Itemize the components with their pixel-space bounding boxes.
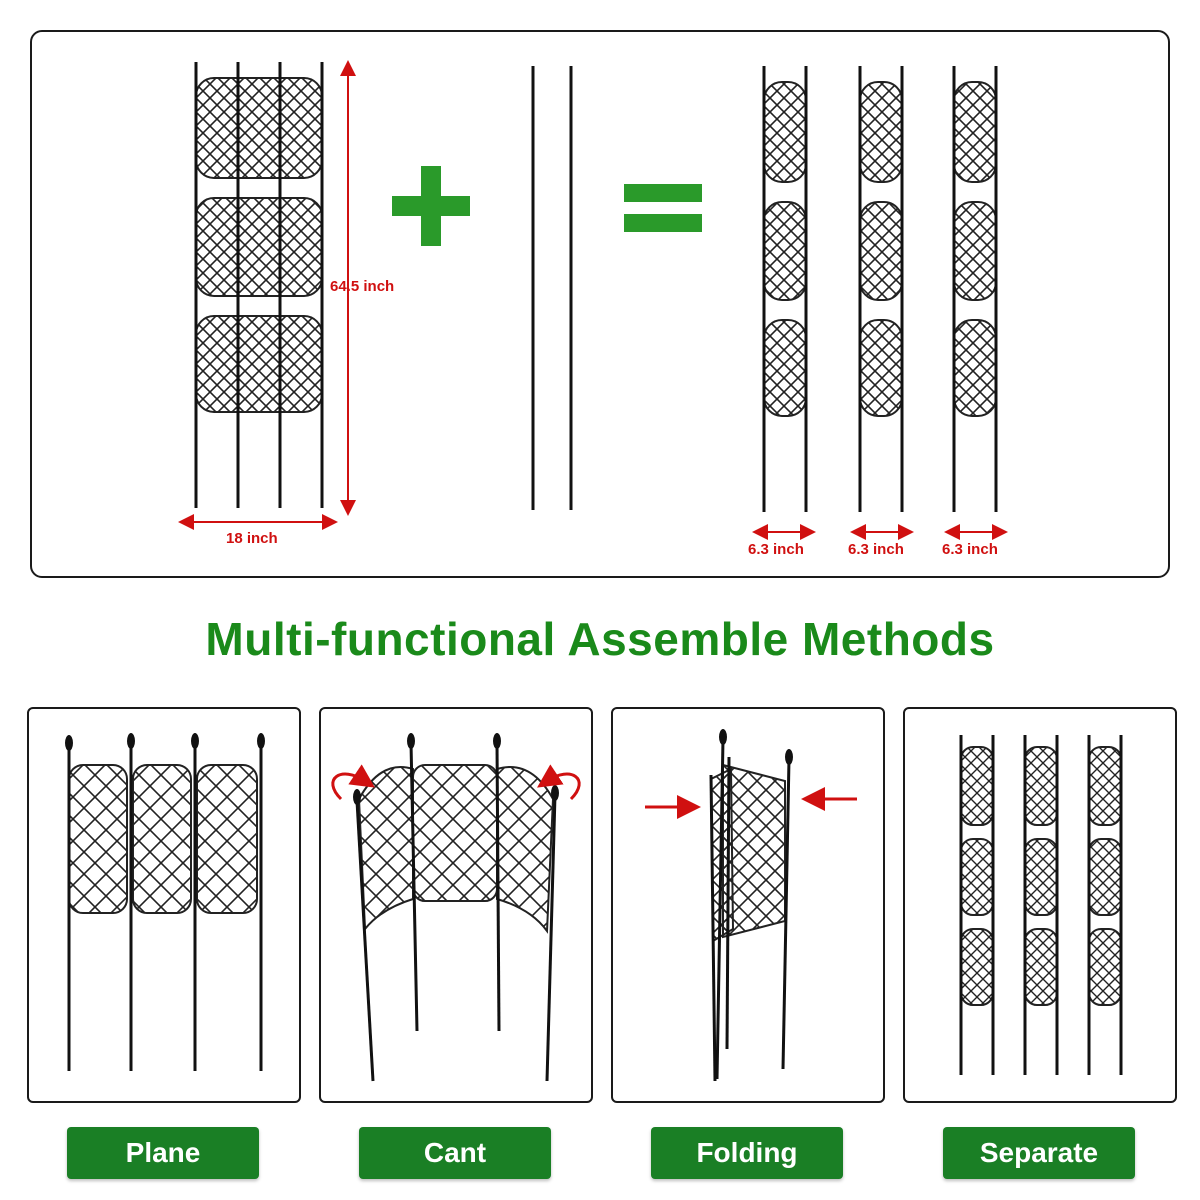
separate-illustration xyxy=(959,735,1123,1075)
method-panel-cant xyxy=(319,707,593,1103)
equals-icon xyxy=(624,184,702,232)
method-panel-separate xyxy=(903,707,1177,1103)
separate-trellis-1 xyxy=(762,66,808,512)
extra-stakes xyxy=(531,66,573,510)
folding-illustration xyxy=(645,729,857,1082)
trellis-lattice-sections xyxy=(195,77,323,413)
single-width-label-1: 6.3 inch xyxy=(748,541,804,558)
rotate-arrow-icon xyxy=(331,764,581,801)
push-arrow-icon xyxy=(645,787,857,819)
plane-illustration xyxy=(65,733,265,1071)
separate-trellis-3 xyxy=(952,66,998,512)
plus-icon xyxy=(392,166,470,246)
section-headline: Multi-functional Assemble Methods xyxy=(205,613,995,665)
height-label: 64.5 inch xyxy=(330,278,395,295)
method-panel-folding xyxy=(611,707,885,1103)
trellis-stakes xyxy=(194,62,324,508)
single-width-label-3: 6.3 inch xyxy=(942,541,998,558)
combined-trellis xyxy=(194,62,324,508)
plane-button: Plane xyxy=(67,1127,259,1179)
method-panel-plane xyxy=(27,707,301,1103)
folding-button: Folding xyxy=(651,1127,843,1179)
single-width-label-2: 6.3 inch xyxy=(848,541,904,558)
cant-button: Cant xyxy=(359,1127,551,1179)
cant-illustration xyxy=(331,733,581,1082)
width-label: 18 inch xyxy=(226,530,278,547)
separate-trellis-2 xyxy=(858,66,904,512)
top-illustration xyxy=(178,60,1008,540)
separate-button: Separate xyxy=(943,1127,1135,1179)
